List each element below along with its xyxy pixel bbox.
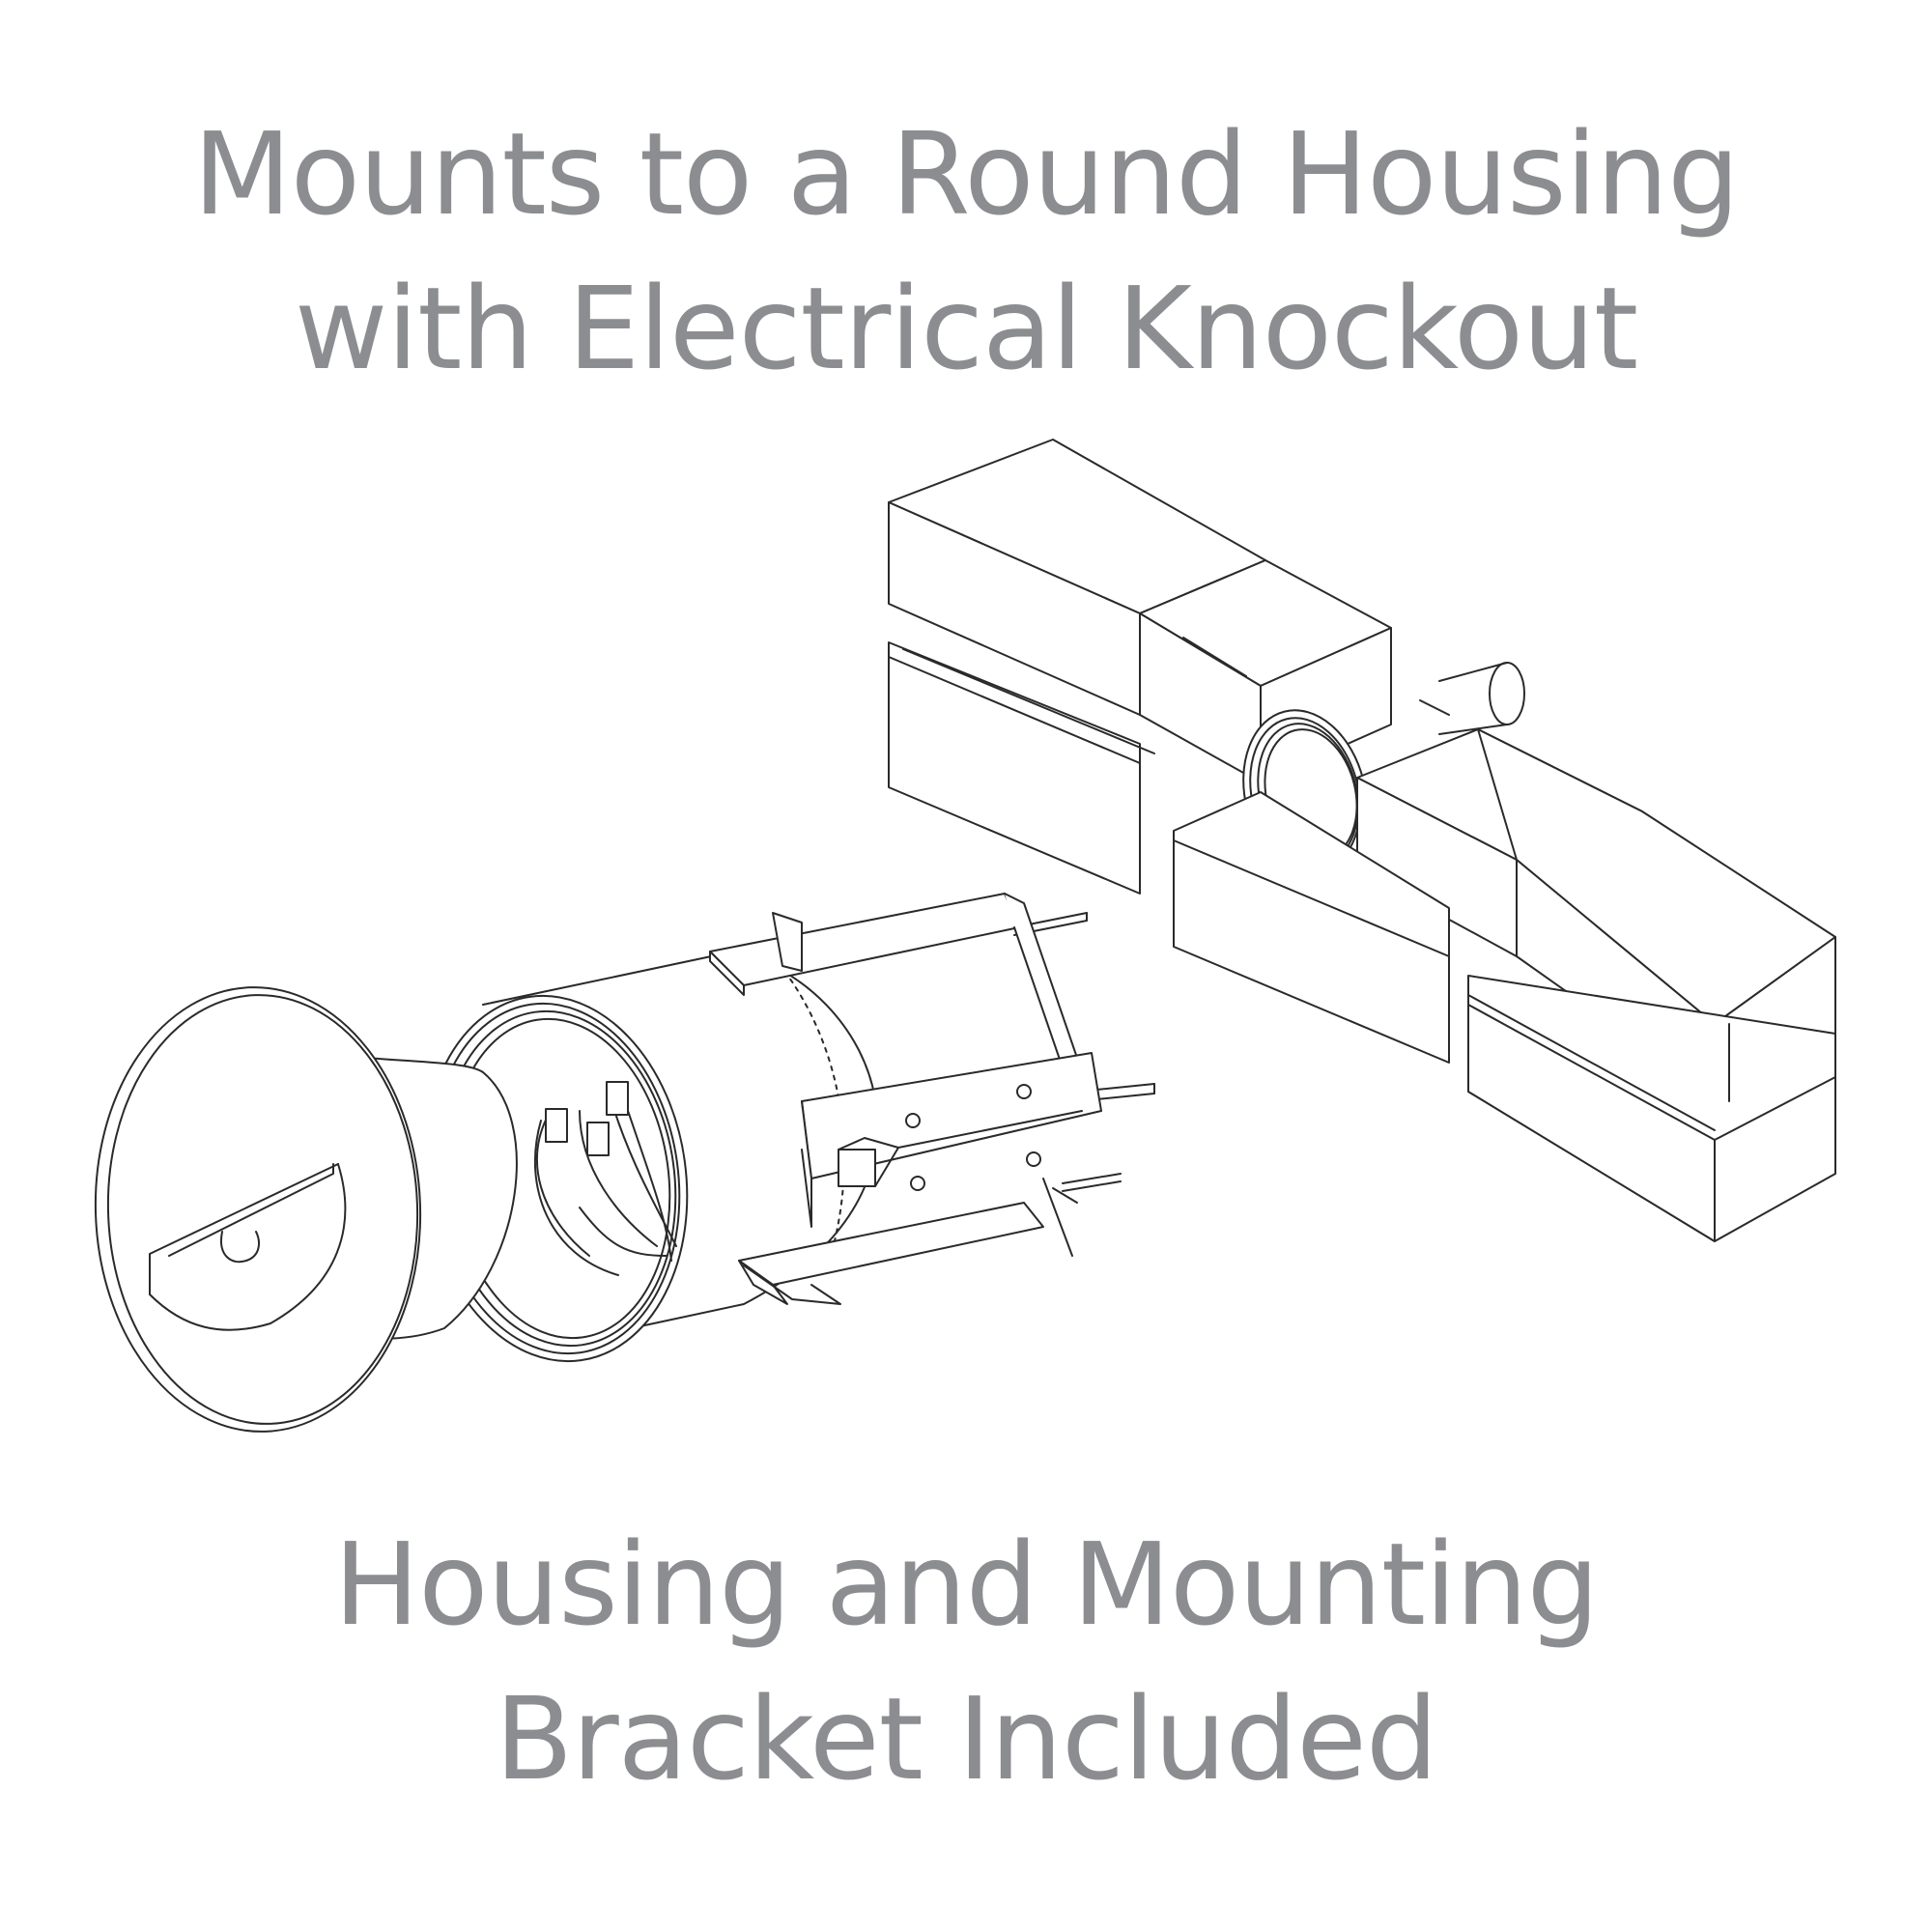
round-housing-assembly [88, 894, 1154, 1437]
top-caption: Mounts to a Round Housing with Electrica… [0, 97, 1932, 406]
wiring [535, 1082, 676, 1275]
caption-bottom-line-2: Bracket Included [495, 1672, 1438, 1805]
wood-block-lower-left [889, 642, 1154, 894]
wood-block-lower-right [1468, 976, 1835, 1241]
joist-framing-assembly [889, 440, 1835, 1241]
caption-top-line-1: Mounts to a Round Housing [192, 107, 1740, 241]
bottom-caption: Housing and Mounting Bracket Included [0, 1507, 1932, 1816]
caption-top-line-2: with Electrical Knockout [294, 262, 1638, 395]
mounting-bracket [710, 894, 1101, 1304]
faceplate [88, 981, 428, 1436]
wood-block-lower-middle [1174, 792, 1449, 1063]
wood-block-upper-right [1357, 729, 1835, 1096]
caption-bottom-line-1: Housing and Mounting [333, 1518, 1600, 1651]
back-rod [1420, 663, 1524, 734]
